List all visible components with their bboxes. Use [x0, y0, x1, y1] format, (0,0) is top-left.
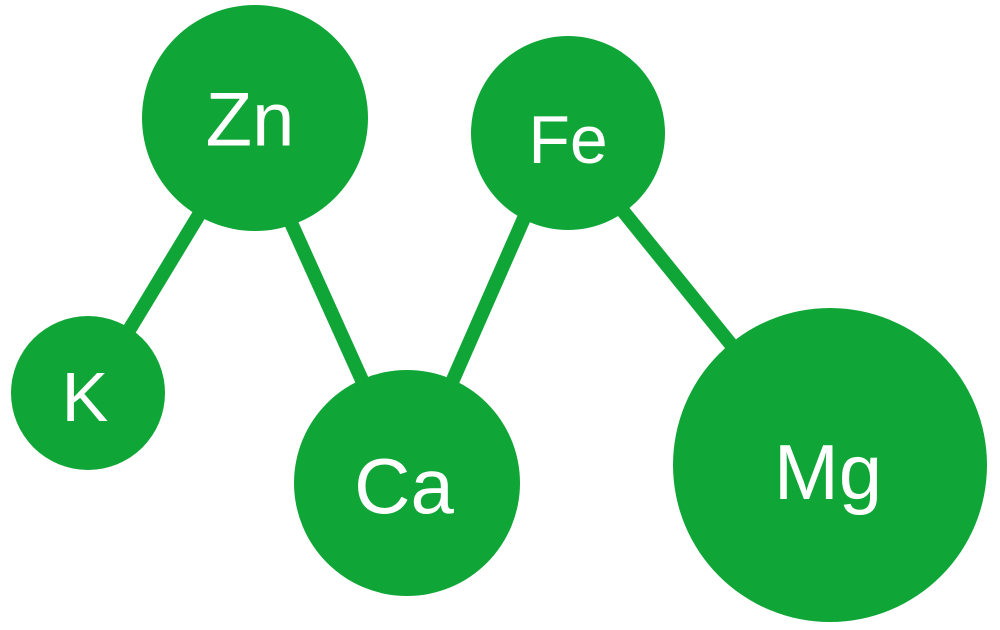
node-mg-label: Mg — [774, 428, 882, 516]
node-ca: Ca — [294, 370, 520, 596]
edge-ca-fe — [438, 197, 539, 401]
node-k: K — [11, 316, 165, 470]
node-zn-label: Zn — [206, 78, 295, 163]
node-zn-circle — [142, 5, 368, 231]
edge-zn-ca — [276, 202, 377, 401]
node-fe-circle — [471, 36, 665, 230]
node-k-circle — [11, 316, 165, 470]
node-k-label: K — [62, 358, 109, 436]
edge-k-zn — [114, 186, 220, 349]
node-mg-circle — [673, 308, 987, 622]
node-fe: Fe — [471, 36, 665, 230]
node-fe-label: Fe — [528, 102, 607, 178]
edge-fe-mg — [604, 190, 748, 363]
node-zn: Zn — [142, 5, 368, 231]
node-ca-circle — [294, 370, 520, 596]
node-ca-label: Ca — [354, 442, 454, 530]
node-mg: Mg — [673, 308, 987, 622]
